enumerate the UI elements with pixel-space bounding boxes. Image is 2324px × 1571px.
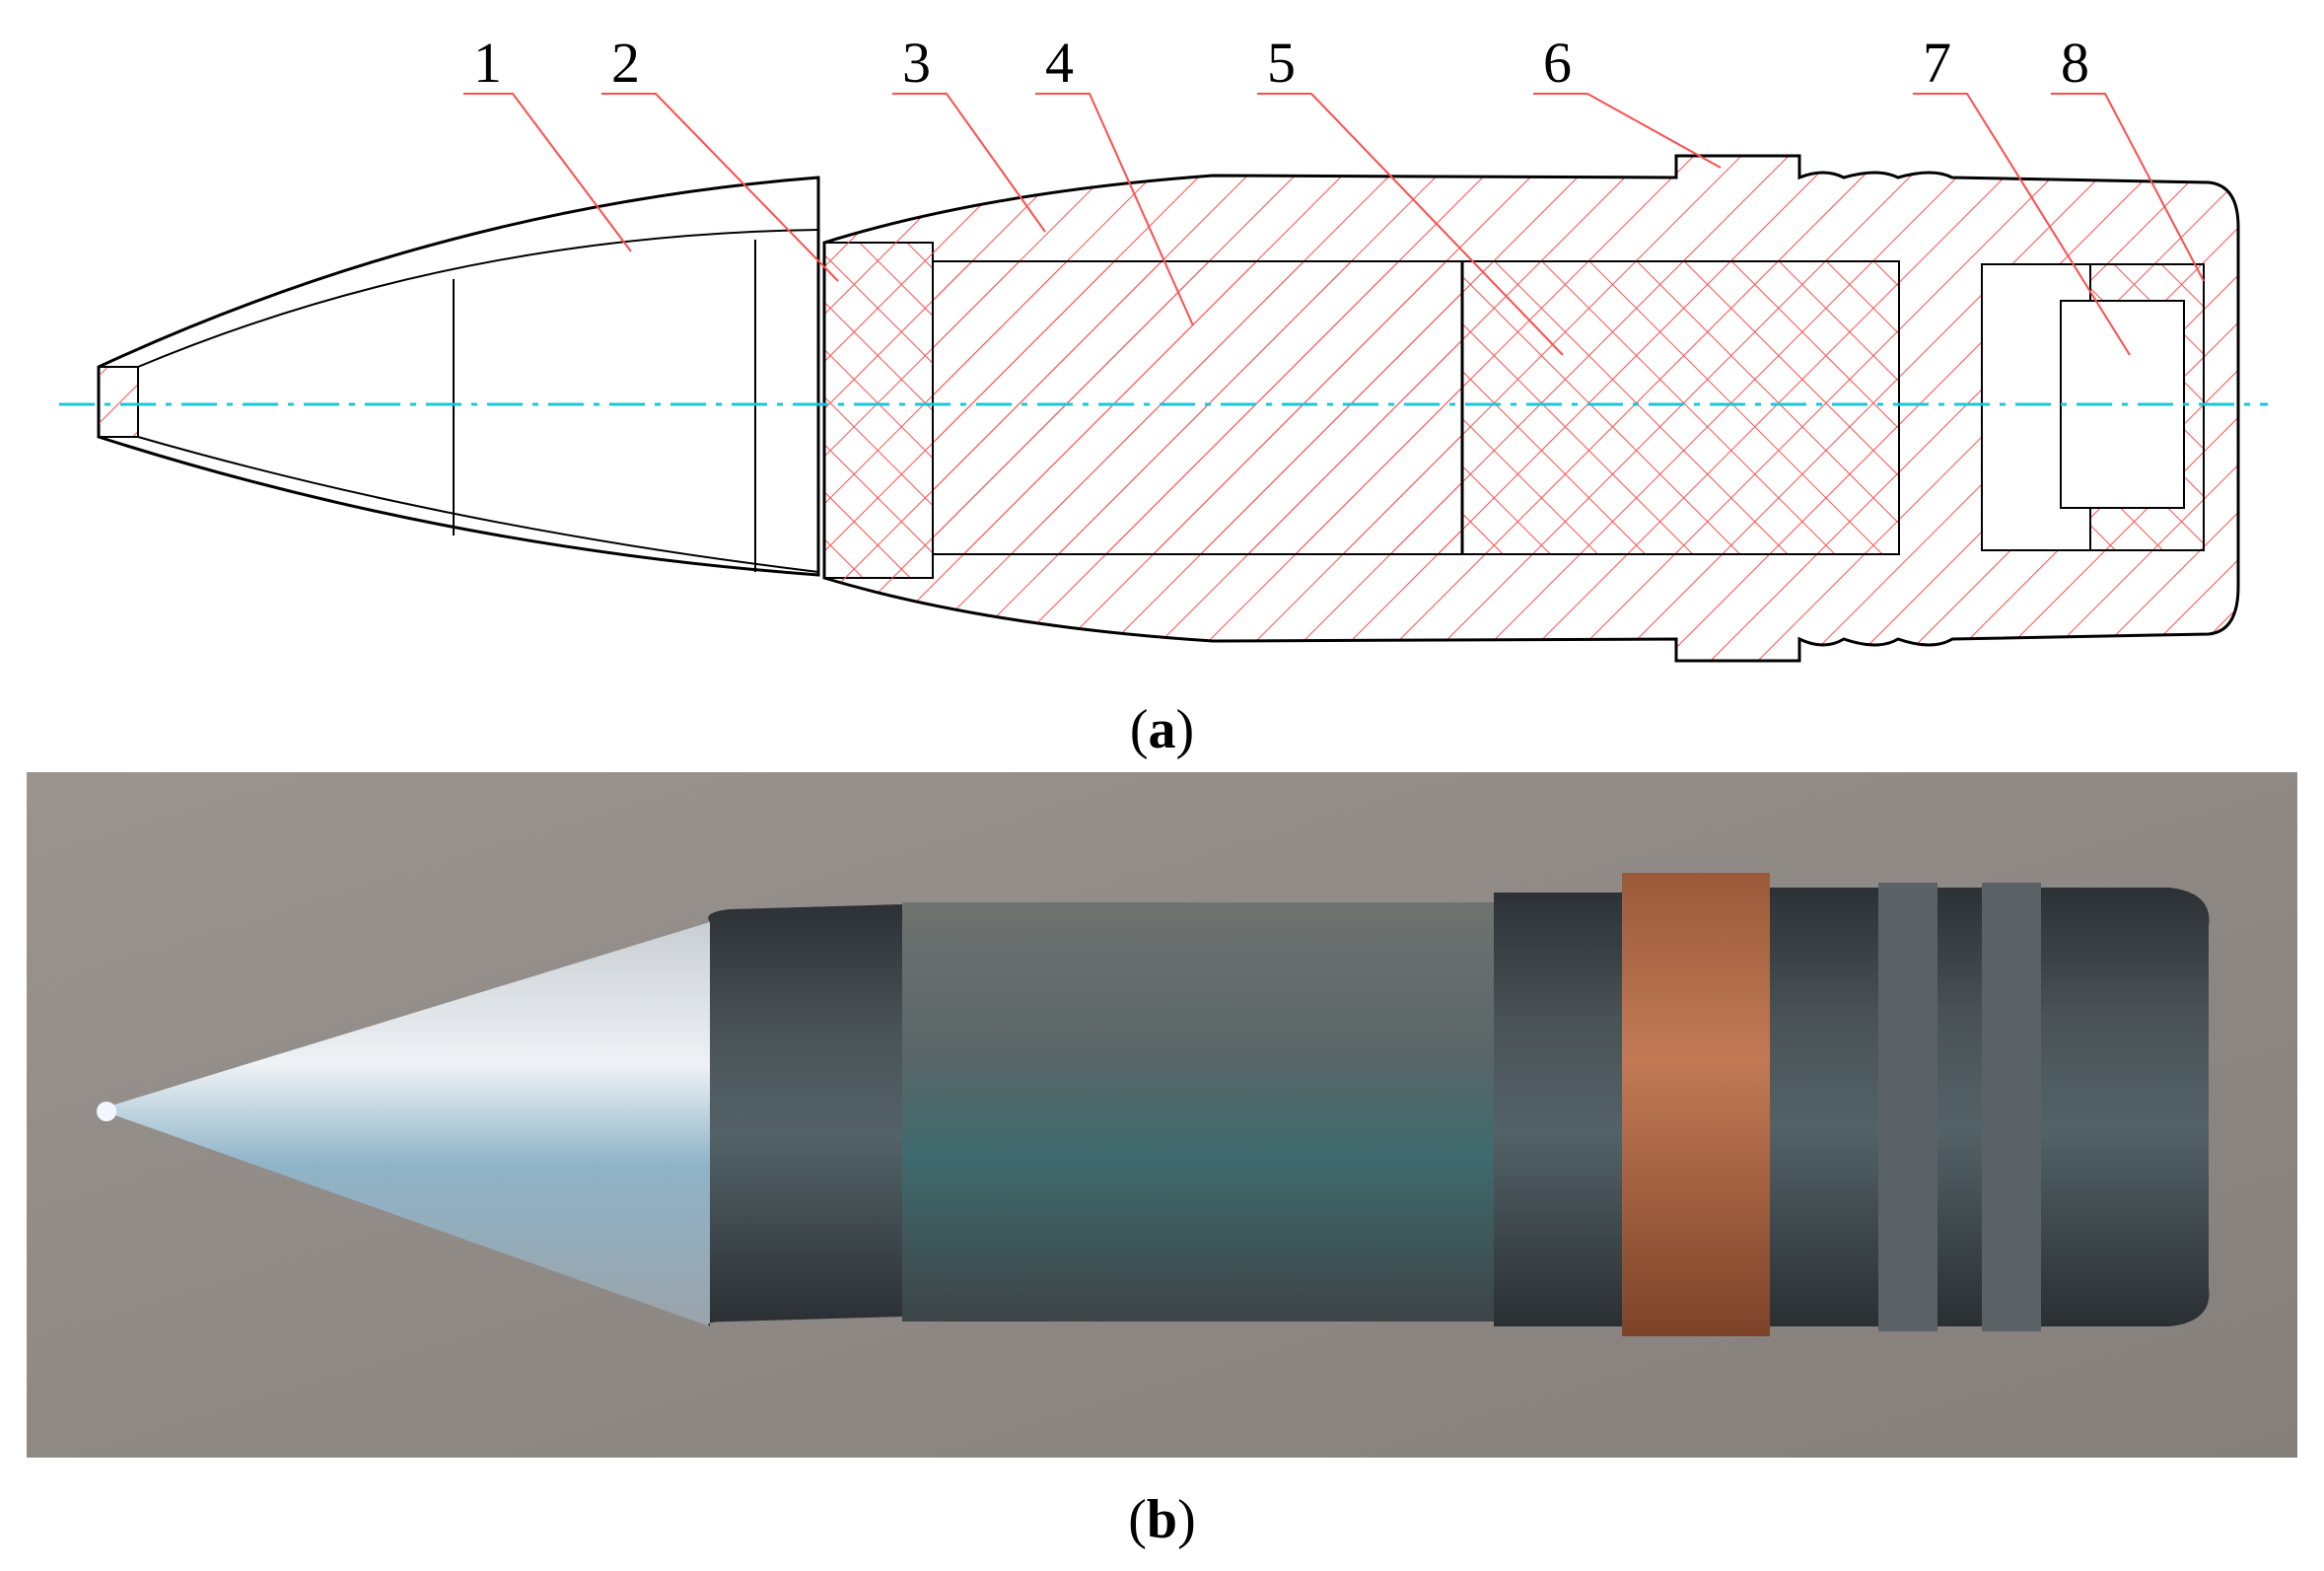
callout-8: 8 [2061, 31, 2089, 95]
leader-7 [1913, 93, 2131, 356]
ring-1 [1878, 883, 1937, 1331]
projectile-rear-body-1 [1494, 893, 1622, 1326]
caption-b-label: b [1146, 1489, 1178, 1550]
projectile-mid-body [902, 902, 1494, 1321]
caption-a-close: ) [1175, 699, 1195, 760]
caption-b: (b) [0, 1492, 2324, 1547]
caption-b-open: ( [1128, 1489, 1147, 1550]
leader-lines [463, 93, 2205, 356]
leader-4 [1035, 93, 1194, 326]
projectile-tip [99, 922, 710, 1326]
driving-band [1622, 873, 1770, 1336]
callout-5: 5 [1267, 31, 1296, 95]
groove-section-1 [1770, 888, 1878, 1326]
callout-1: 1 [473, 31, 502, 95]
projectile-front-body [708, 904, 902, 1326]
leader-8 [2051, 93, 2205, 282]
caption-a: (a) [0, 702, 2324, 757]
tip-highlight [97, 1102, 116, 1121]
ring-2 [1982, 883, 2041, 1331]
projectile-base [2041, 888, 2210, 1326]
part-1-tip [98, 366, 139, 438]
callout-3: 3 [902, 31, 931, 95]
leader-1 [463, 93, 632, 252]
leader-5 [1257, 93, 1564, 356]
part-5-core [1461, 260, 1900, 555]
caption-a-label: a [1148, 699, 1176, 760]
part-4-core [932, 260, 1463, 555]
callout-4: 4 [1045, 31, 1074, 95]
part-1-inner-line [137, 229, 819, 573]
part-1-ogive [97, 176, 820, 577]
caption-b-close: ) [1177, 1489, 1196, 1550]
leader-2 [601, 93, 839, 282]
callout-7: 7 [1923, 31, 1951, 95]
caption-a-open: ( [1129, 699, 1149, 760]
callout-6: 6 [1543, 31, 1572, 95]
groove-section-2 [1937, 888, 1982, 1326]
callout-2: 2 [611, 31, 640, 95]
leader-6 [1533, 93, 1722, 169]
leader-3 [892, 93, 1046, 233]
